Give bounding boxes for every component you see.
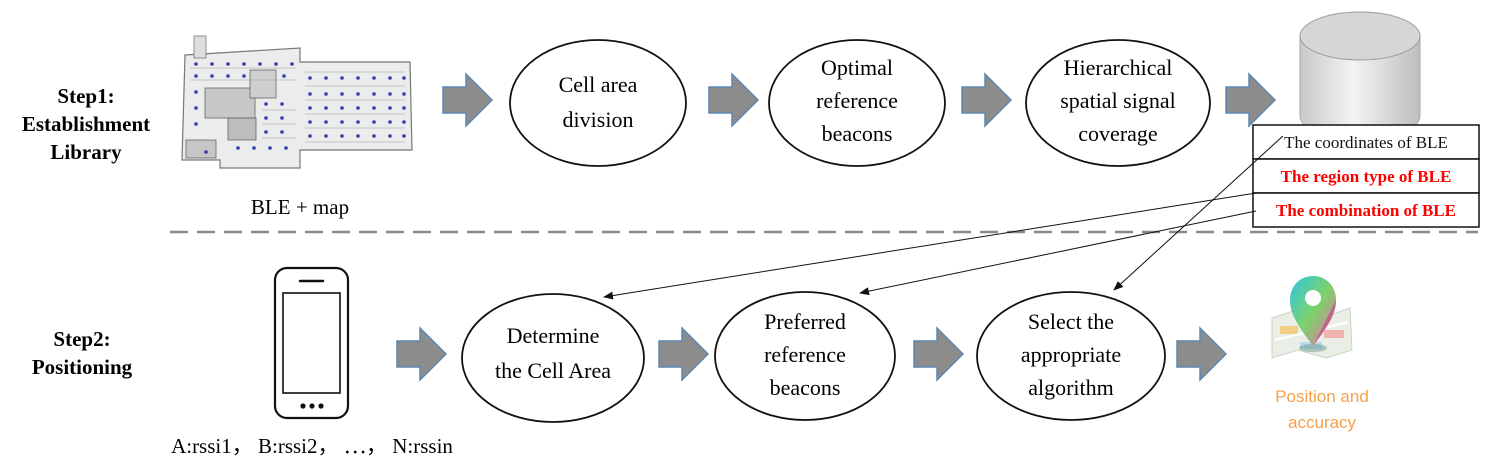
phone-rssi-caption: A:rssi1， B:rssi2， ⋯， N:rssin	[171, 434, 453, 458]
step1-label: Step1: Establishment Library	[22, 84, 150, 164]
step2-node-determine-cell-area: Determine the Cell Area	[461, 293, 645, 423]
block-arrow	[1176, 326, 1228, 382]
smartphone-icon	[273, 266, 350, 420]
table-row	[1252, 124, 1480, 160]
connector-coordinates-to-algorithm	[1113, 135, 1284, 291]
step2-node-select-algorithm: Select the appropriate algorithm	[976, 291, 1166, 421]
svg-text:appropriate: appropriate	[1021, 342, 1121, 367]
step2-label: Step2: Positioning	[32, 327, 133, 379]
block-arrow	[961, 72, 1013, 128]
database-cylinder-icon	[1299, 11, 1421, 141]
block-arrow	[1225, 72, 1277, 128]
step2-flow-arrows	[396, 326, 1228, 382]
library-connector-arrows	[603, 135, 1284, 300]
step1-node-hierarchical-coverage: Hierarchical spatial signal coverage	[1025, 39, 1211, 167]
step1-label-line1: Step1:	[57, 84, 114, 108]
svg-text:Determine: Determine	[507, 323, 600, 348]
block-arrow	[913, 326, 965, 382]
output-label-line1: Position and	[1275, 387, 1369, 406]
svg-text:the Cell Area: the Cell Area	[495, 358, 611, 383]
connector-combination-to-preferred	[859, 210, 1257, 296]
table-row-region-type: The region type of BLE	[1281, 167, 1452, 186]
map-tower	[193, 35, 207, 59]
svg-text:reference: reference	[764, 342, 846, 367]
step2-label-line1: Step2:	[53, 327, 110, 351]
table-row	[1252, 192, 1480, 228]
block-arrow	[442, 72, 494, 128]
step1-node-optimal-reference-beacons: Optimal reference beacons	[768, 39, 946, 167]
map-caption: BLE + map	[251, 195, 349, 219]
step2-label-line2: Positioning	[32, 355, 133, 379]
svg-text:beacons: beacons	[822, 121, 893, 146]
step2-node-preferred-reference-beacons: Preferred reference beacons	[714, 291, 896, 421]
table-row-combination: The combination of BLE	[1276, 201, 1456, 220]
svg-text:Preferred: Preferred	[764, 309, 846, 334]
location-map-pin-icon	[1271, 276, 1353, 359]
svg-text:spatial signal: spatial signal	[1060, 88, 1175, 113]
step1-node-cell-area-division: Cell area division	[509, 39, 687, 167]
table-row-coordinates: The coordinates of BLE	[1284, 133, 1448, 152]
library-table: The coordinates of BLE The region type o…	[1252, 124, 1480, 228]
svg-text:Optimal: Optimal	[821, 55, 893, 80]
svg-text:reference: reference	[816, 88, 898, 113]
step1-label-line3: Library	[50, 140, 122, 164]
svg-text:Cell area: Cell area	[559, 72, 638, 97]
step1-label-line2: Establishment	[22, 112, 150, 136]
svg-text:Select the: Select the	[1028, 309, 1114, 334]
block-arrow	[658, 326, 710, 382]
block-arrow	[396, 326, 448, 382]
svg-text:coverage: coverage	[1078, 121, 1157, 146]
output-label-line2: accuracy	[1288, 413, 1357, 432]
step1-flow-arrows	[442, 72, 1277, 128]
svg-text:Hierarchical: Hierarchical	[1064, 55, 1173, 80]
block-arrow	[708, 72, 760, 128]
svg-text:algorithm: algorithm	[1028, 375, 1114, 400]
floor-plan-map-image	[181, 35, 413, 169]
table-row	[1252, 158, 1480, 194]
connector-region-to-cell-area	[603, 192, 1257, 300]
svg-text:division: division	[563, 107, 634, 132]
svg-text:beacons: beacons	[770, 375, 841, 400]
